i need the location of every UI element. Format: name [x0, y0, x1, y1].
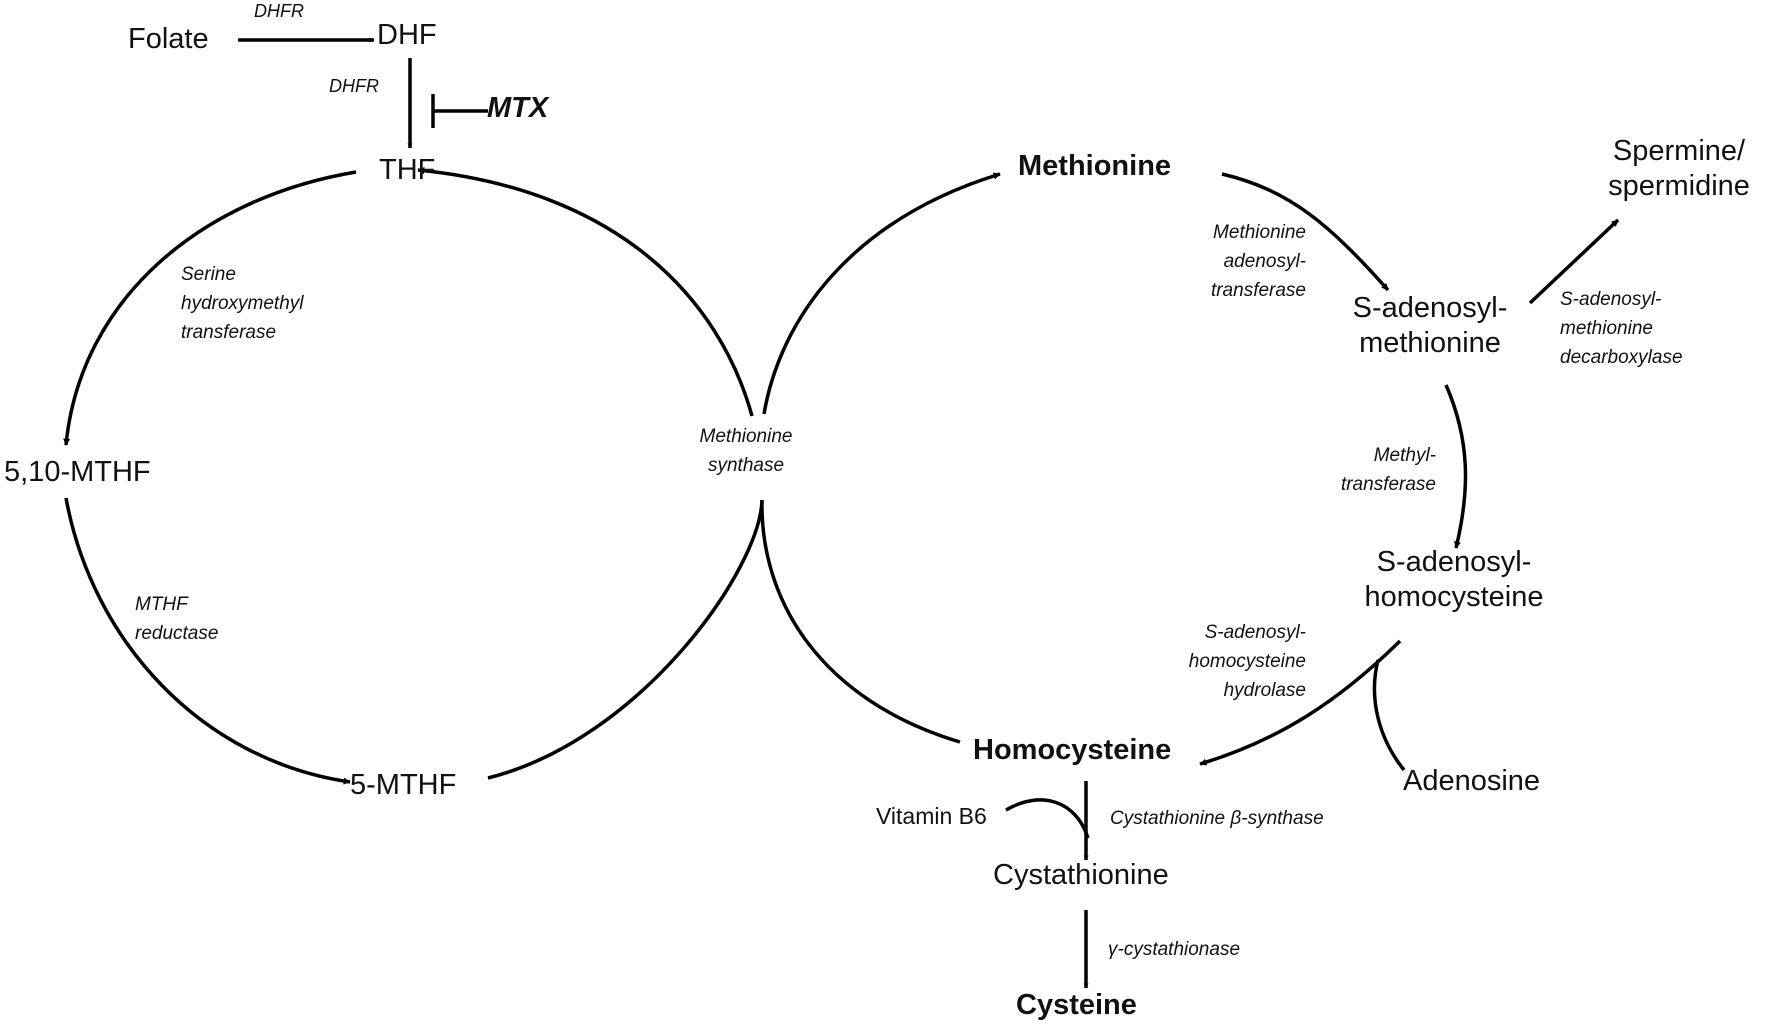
- arrow-sam-to-spermine: [1528, 218, 1620, 305]
- shmt-line-3: transferase: [181, 322, 277, 343]
- metabolite-5-10-mthf: 5,10-MTHF: [4, 456, 151, 488]
- sam-line-1: S-adenosyl-: [1352, 292, 1508, 324]
- ms-line-2: synthase: [707, 455, 785, 476]
- arrow-5-mthf-to-thf: [487, 499, 764, 780]
- metabolite-cysteine: Cysteine: [1016, 989, 1137, 1021]
- arrow-sam-to-sah: [1444, 384, 1468, 549]
- arrow-ms-to-methionine: [762, 172, 1001, 415]
- enzyme-mthf-reductase: MTHF reductase: [135, 590, 218, 648]
- enzyme-methionine-adenosyltransferase: Methionine adenosyl- transferase: [1150, 218, 1306, 305]
- enzyme-dhfr-top: DHFR: [254, 1, 304, 21]
- arrow-methionine-to-sam: [1221, 172, 1390, 292]
- mat-line-3: transferase: [1210, 280, 1306, 301]
- enzyme-dhfr-side: DHFR: [329, 76, 379, 96]
- metabolite-folate: Folate: [128, 23, 209, 55]
- enzyme-serine-hydroxymethyltransferase: Serine hydroxymethyl transferase: [181, 260, 304, 347]
- enzyme-s-adenosylmethionine-decarboxylase: S-adenosyl- methionine decarboxylase: [1560, 285, 1683, 372]
- metabolite-methionine: Methionine: [1018, 150, 1172, 182]
- metabolite-cystathionine: Cystathionine: [993, 859, 1169, 891]
- sahh-line-3: hydrolase: [1223, 680, 1306, 701]
- metabolite-adenosine: Adenosine: [1403, 765, 1541, 797]
- arrow-5-10-mthf-to-5-mthf: [64, 497, 351, 785]
- metabolite-5-mthf: 5-MTHF: [350, 769, 457, 801]
- enzyme-methyltransferase: Methyl- transferase: [1296, 441, 1436, 499]
- sahh-line-2: homocysteine: [1188, 651, 1306, 672]
- cofactor-vitamin-b6: Vitamin B6: [876, 803, 987, 829]
- mt-line-2: transferase: [1340, 474, 1436, 495]
- enzyme-s-adenosylhomocysteine-hydrolase: S-adenosyl- homocysteine hydrolase: [1136, 618, 1306, 705]
- sam-line-2: methionine: [1359, 327, 1501, 359]
- mthfr-line-2: reductase: [135, 623, 219, 644]
- metabolite-dhf: DHF: [377, 19, 437, 51]
- shmt-line-1: Serine: [181, 264, 236, 285]
- arrow-thf-to-5-10-mthf: [63, 170, 357, 446]
- metabolite-thf: THF: [379, 154, 436, 186]
- arrow-homocysteine-to-ms: [760, 499, 961, 744]
- metabolite-s-adenosylmethionine: S-adenosyl- methionine: [1320, 291, 1540, 361]
- spermine-line-1: Spermine/: [1612, 135, 1746, 167]
- inhibitor-mtx: MTX: [487, 92, 549, 124]
- mat-line-1: Methionine: [1213, 222, 1306, 243]
- vitamin-b6-cofactor-curve: [1005, 798, 1090, 839]
- metabolite-homocysteine: Homocysteine: [973, 734, 1172, 766]
- sah-line-1: S-adenosyl-: [1376, 546, 1532, 578]
- metabolite-s-adenosylhomocysteine: S-adenosyl- homocysteine: [1334, 545, 1574, 615]
- ms-line-1: Methionine: [699, 426, 793, 447]
- shmt-line-2: hydroxymethyl: [181, 293, 304, 314]
- spermine-line-2: spermidine: [1608, 170, 1750, 202]
- sahh-line-1: S-adenosyl-: [1204, 622, 1306, 643]
- mat-line-2: adenosyl-: [1223, 251, 1306, 272]
- enzyme-cystathionine-beta-synthase: Cystathionine β-synthase: [1110, 808, 1324, 829]
- sah-line-2: homocysteine: [1364, 581, 1544, 613]
- metabolite-spermine-spermidine: Spermine/ spermidine: [1586, 134, 1772, 204]
- arrow-ms-to-thf: [417, 167, 754, 417]
- adenosine-side-branch: [1372, 659, 1406, 772]
- samdc-line-2: methionine: [1560, 318, 1653, 339]
- enzyme-gamma-cystathionase: γ-cystathionase: [1108, 939, 1241, 960]
- mt-line-1: Methyl-: [1373, 445, 1436, 466]
- enzyme-methionine-synthase: Methionine synthase: [676, 422, 816, 480]
- samdc-line-3: decarboxylase: [1560, 347, 1683, 368]
- samdc-line-1: S-adenosyl-: [1560, 289, 1662, 310]
- mthfr-line-1: MTHF: [135, 594, 188, 615]
